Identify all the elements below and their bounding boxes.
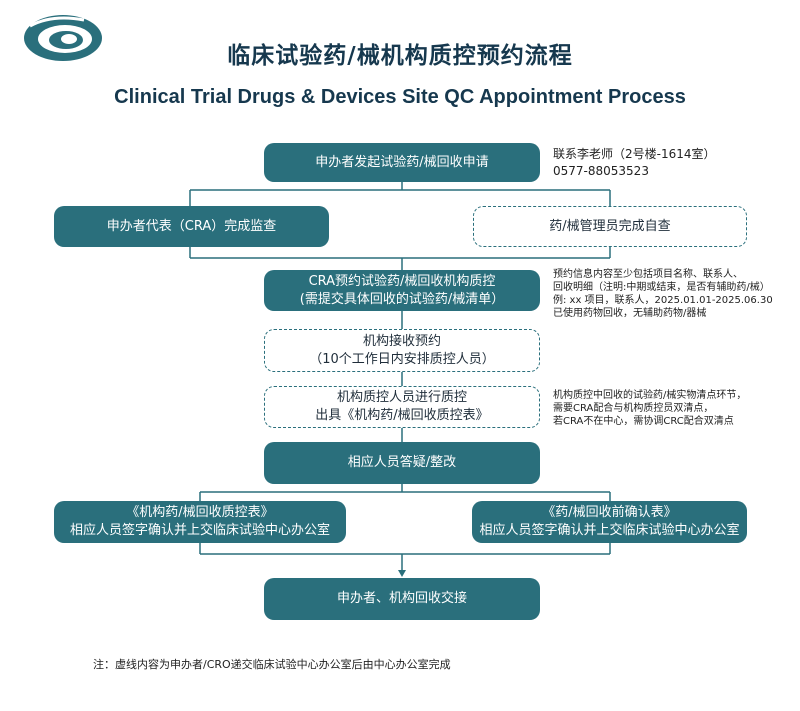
step-site-receive: 机构接收预约 （10个工作日内安排质控人员） (264, 329, 540, 372)
step-cra-monitor: 申办者代表（CRA）完成监查 (54, 206, 329, 247)
qc-note: 机构质控中回收的试验药/械实物清点环节， 需要CRA配合与机构质控员双清点， 若… (553, 390, 747, 427)
footnote: 注：虚线内容为申办者/CRO递交临床试验中心办公室后由中心办公室完成 (93, 658, 451, 671)
step-left-form: 《机构药/械回收质控表》 相应人员签字确认并上交临床试验中心办公室 (54, 501, 346, 543)
step-admin-self-check: 药/械管理员完成自查 (473, 206, 747, 247)
logo-icon (24, 15, 102, 61)
step-handover: 申办者、机构回收交接 (264, 578, 540, 620)
contact-info: 联系李老师（2号楼-1614室） 0577-88053523 (553, 146, 716, 180)
step-right-form: 《药/械回收前确认表》 相应人员签字确认并上交临床试验中心办公室 (472, 501, 747, 543)
step-cra-booking: CRA预约试验药/械回收机构质控 (需提交具体回收的试验药/械清单） (264, 270, 540, 311)
contact-phone: 0577-88053523 (553, 164, 649, 178)
page-title-en: Clinical Trial Drugs & Devices Site QC A… (114, 86, 686, 108)
page-title-cn: 临床试验药/械机构质控预约流程 (227, 43, 573, 69)
step-qc: 机构质控人员进行质控 出具《机构药/械回收质控表》 (264, 386, 540, 428)
step-apply: 申办者发起试验药/械回收申请 (264, 143, 540, 182)
contact-name-room: 联系李老师（2号楼-1614室） (553, 147, 716, 161)
step-answer: 相应人员答疑/整改 (264, 442, 540, 484)
booking-note: 预约信息内容至少包括项目名称、联系人、 回收明细（注明:中期或结束，是否有辅助药… (553, 269, 773, 319)
